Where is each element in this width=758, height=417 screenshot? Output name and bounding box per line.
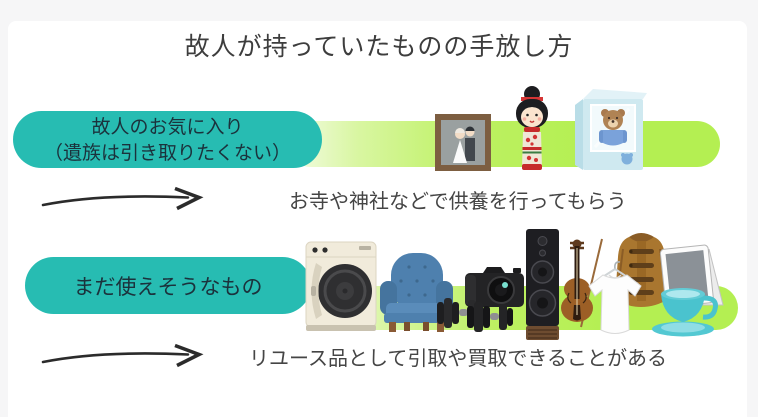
row1-category-label: 故人のお気に入り （遺族は引き取りたくない） — [13, 111, 322, 168]
page-title: 故人が持っていたものの手放し方 — [184, 32, 574, 61]
camera-icon — [463, 265, 526, 314]
teddy-bear-box-icon — [571, 87, 650, 176]
row2-label-line1: まだ使えそうなもの — [73, 274, 263, 299]
washing-machine-icon — [303, 239, 379, 336]
row2-category-label: まだ使えそうなもの — [25, 257, 311, 314]
teacup-icon — [647, 285, 724, 342]
kokeshi-doll-icon — [512, 84, 552, 176]
row1-label-line1: 故人のお気に入り — [91, 115, 244, 138]
shirt-on-hanger-icon — [585, 260, 646, 342]
row1-label-line2: （遺族は引き取りたくない） — [43, 141, 291, 164]
row1-green-banner — [288, 121, 720, 167]
dumbbells-icon — [436, 293, 514, 339]
row2-caption: リユース品として引取や買取できることがある — [249, 346, 667, 370]
row1-arrow-icon — [38, 184, 208, 218]
violin-icon — [557, 237, 605, 334]
tower-speaker-icon — [523, 227, 562, 346]
wedding-photo-frame-icon — [434, 113, 492, 176]
content-card — [8, 21, 747, 417]
row2-arrow-icon — [38, 341, 208, 375]
row1-caption: お寺や神社などで供養を行ってもらう — [289, 189, 627, 213]
